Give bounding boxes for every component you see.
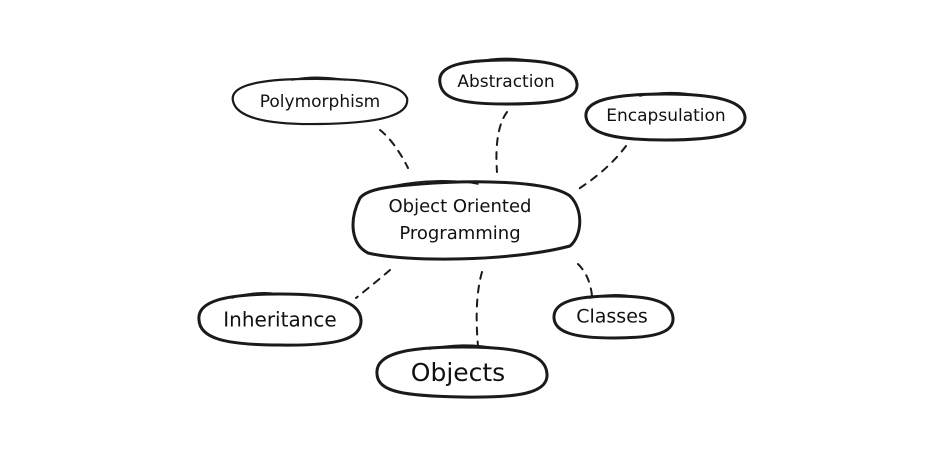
node-classes-label: Classes	[576, 306, 648, 328]
center-node-shape	[351, 180, 582, 261]
node-polymorphism[interactable]: Polymorphism	[231, 76, 409, 126]
node-polymorphism-label: Polymorphism	[260, 92, 381, 112]
node-polymorphism-stroke-overlap	[291, 76, 346, 81]
node-abstraction-stroke-overlap	[477, 57, 533, 63]
node-encapsulation-label: Encapsulation	[606, 106, 725, 126]
node-abstraction-label: Abstraction	[457, 72, 554, 92]
center-node-label-line2: Programming	[399, 223, 520, 244]
connector-objects	[475, 271, 483, 347]
node-objects[interactable]: Objects	[375, 344, 549, 399]
node-encapsulation-shape	[584, 92, 747, 142]
connector-abstraction	[495, 111, 508, 173]
connector-classes	[577, 263, 593, 297]
connector-encapsulation	[576, 145, 627, 191]
node-classes-shape	[552, 294, 675, 340]
center-node-stroke-overlap	[391, 180, 479, 187]
node-classes-stroke-overlap	[589, 294, 636, 299]
node-objects-label: Objects	[411, 358, 505, 387]
node-classes[interactable]: Classes	[552, 294, 675, 340]
node-inheritance-stroke-overlap	[231, 292, 277, 299]
center-node[interactable]: Object Oriented Programming	[351, 180, 582, 261]
connector-inheritance	[355, 269, 391, 299]
node-objects-shape	[375, 345, 549, 399]
node-inheritance-shape	[197, 292, 363, 347]
node-abstraction[interactable]: Abstraction	[438, 57, 579, 106]
node-encapsulation[interactable]: Encapsulation	[584, 91, 747, 142]
node-inheritance[interactable]: Inheritance	[197, 292, 363, 347]
node-encapsulation-stroke-overlap	[639, 91, 701, 97]
node-inheritance-label: Inheritance	[223, 308, 336, 332]
node-abstraction-shape	[438, 58, 579, 106]
node-objects-stroke-overlap	[429, 344, 496, 350]
connectors	[355, 111, 627, 347]
center-node-label-line1: Object Oriented	[389, 196, 532, 217]
connector-polymorphism	[379, 129, 409, 169]
node-polymorphism-shape	[231, 77, 409, 126]
